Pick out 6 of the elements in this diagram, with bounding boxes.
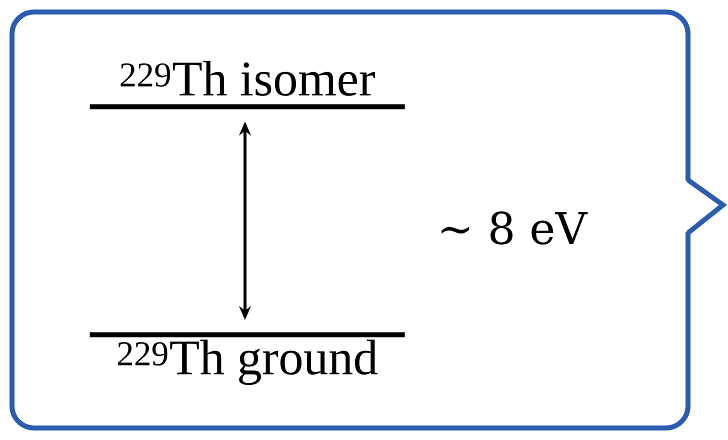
node-label: $^{229}$Th ground — [118, 340, 378, 385]
energy-level: $^{229}$Th isomer — [90, 60, 405, 110]
speech-bubble — [10, 10, 728, 430]
energy-gap-label: ∼ 8 eV — [442, 211, 588, 245]
energy-level: $^{229}$Th ground — [90, 332, 405, 385]
node-label: $^{229}$Th isomer — [120, 60, 375, 96]
